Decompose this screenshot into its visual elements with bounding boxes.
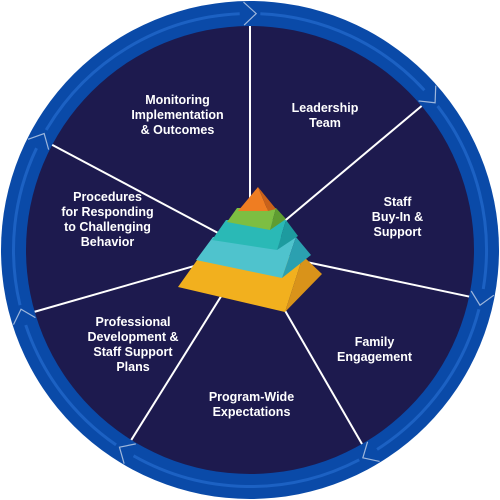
segment-label-leadership-team: Leadership Team <box>291 101 359 130</box>
pyramid-tier-3-side <box>277 220 298 250</box>
ring-notch <box>12 308 36 325</box>
ring-arcs <box>12 1 495 488</box>
ring-notch <box>418 85 437 104</box>
segment-label-professional-development: Professional Development & Staff Support… <box>87 315 179 374</box>
ring-notch <box>470 290 495 307</box>
segment-label-program-wide-expectations: Program-Wide Expectations <box>208 390 295 419</box>
ring-arc-section <box>44 12 240 131</box>
ring-arc-section <box>376 308 481 451</box>
pyramid-tier-4-side <box>282 237 311 278</box>
pyramid-tier-5-side <box>285 256 322 312</box>
pyramid-tier-1-side <box>258 187 276 211</box>
ring-arc-section <box>24 324 117 447</box>
pyramid-tier-2-side <box>270 208 286 230</box>
pyramid-tier-2-front <box>227 208 276 230</box>
ring-arc-section <box>436 105 488 290</box>
segment-label-family-engagement: Family Engagement <box>336 335 412 364</box>
ring-arc-section <box>260 12 426 92</box>
segment-label-staff-buy-in: Staff Buy-In & Support <box>371 195 424 239</box>
segment-label-procedures-challenging-behavior: Procedures for Responding to Challenging… <box>61 190 154 249</box>
pyramid-icon <box>178 187 322 312</box>
ring-notch <box>362 441 380 463</box>
ring-arc-section <box>12 147 38 306</box>
ring-notch <box>118 443 136 464</box>
segment-label-monitoring-implementation: Monitoring Implementation & Outcomes <box>131 93 224 137</box>
segment-divider <box>51 143 251 251</box>
ring-arc-section <box>132 454 360 488</box>
ring-notch <box>243 1 258 26</box>
ring-notch <box>27 132 50 150</box>
